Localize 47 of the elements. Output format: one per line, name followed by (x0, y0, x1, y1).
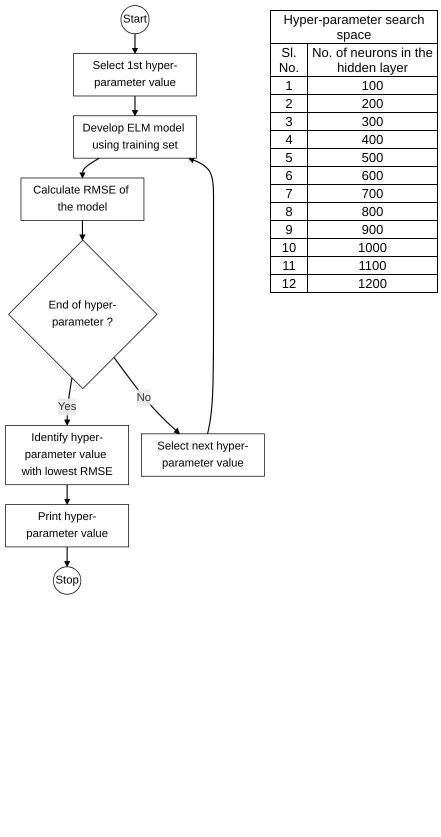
table-cell: 7 (270, 184, 308, 202)
node-diamond: End of hyper-parameter ? (8, 240, 158, 390)
node-box: Select next hyper-parameter value (141, 433, 265, 477)
table-cell: 500 (308, 148, 438, 166)
table-cell: 800 (308, 202, 438, 220)
node-circle: Stop (53, 566, 82, 595)
table-cell: 200 (308, 94, 438, 112)
column-header: No. of neurons in the hidden layer (308, 44, 438, 76)
arrow (132, 34, 138, 54)
table-cell: 1200 (308, 274, 438, 292)
table-cell: 2 (270, 94, 308, 112)
table-cell: 300 (308, 112, 438, 130)
arrow (64, 546, 70, 567)
node-box: Identify hyper-parameter value with lowest RMSE (5, 425, 129, 486)
arrow (113, 356, 180, 434)
arrow (64, 484, 70, 505)
node-circle: Start (120, 5, 150, 34)
table-cell: 9 (270, 220, 308, 238)
edge-label: No (136, 392, 152, 404)
table-cell: 5 (270, 148, 308, 166)
table-cell: 1000 (308, 238, 438, 256)
node-box: Calculate RMSE of the model (20, 178, 144, 221)
table-cell: 1100 (308, 256, 438, 274)
arrow (132, 96, 138, 116)
table-cell: 6 (270, 166, 308, 184)
table-cell: 400 (308, 130, 438, 148)
table-cell: 100 (308, 76, 438, 94)
table-cell: 3 (270, 112, 308, 130)
table-title: Hyper-parameter search space (270, 10, 438, 44)
table-cell: 900 (308, 220, 438, 238)
arrow (188, 157, 214, 434)
arrow (79, 158, 100, 178)
table-cell: 600 (308, 166, 438, 184)
table-cell: 4 (270, 130, 308, 148)
node-box: Print hyper-parameter value (5, 504, 129, 548)
table-cell: 12 (270, 274, 308, 292)
table-cell: 700 (308, 184, 438, 202)
table-cell: 8 (270, 202, 308, 220)
node-box: Develop ELM model using training set (73, 115, 197, 159)
edge-label: Yes (58, 400, 76, 413)
arrow (79, 220, 86, 240)
column-header: Sl. No. (270, 44, 308, 76)
table-cell: 11 (270, 256, 308, 274)
arrow (64, 378, 72, 426)
table-cell: 1 (270, 76, 308, 94)
node-box: Select 1st hyper-parameter value (73, 53, 197, 96)
table-cell: 10 (270, 238, 308, 256)
